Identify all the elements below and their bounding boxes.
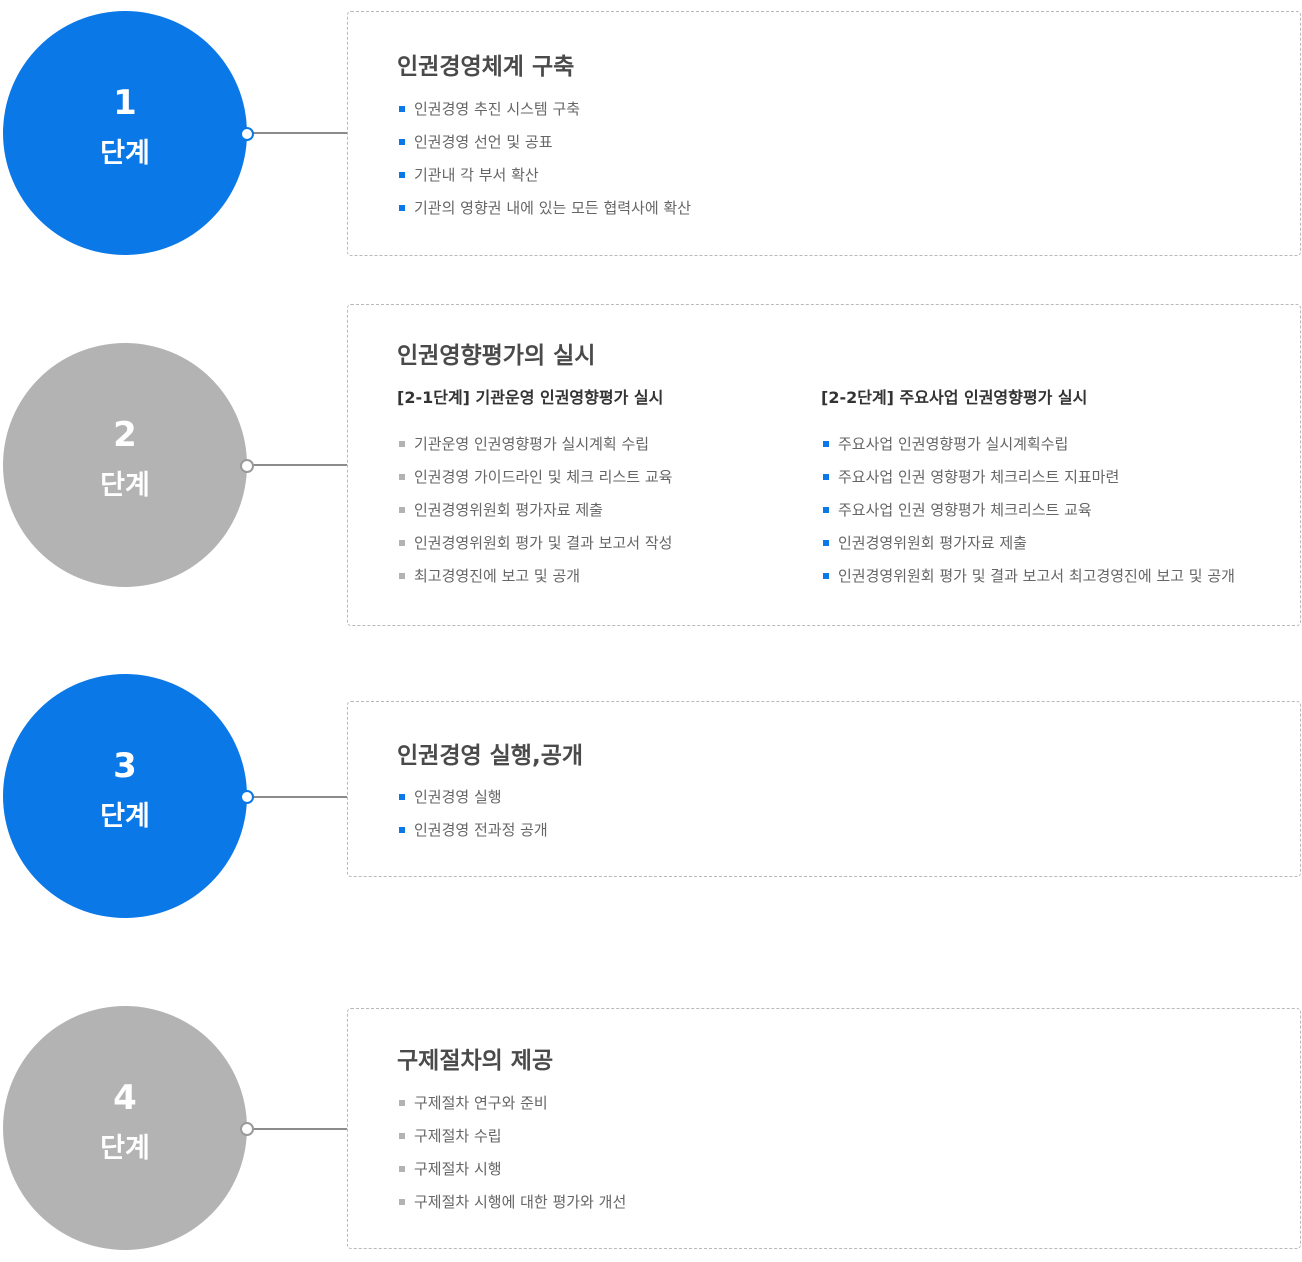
list-item: 기관의 영향권 내에 있는 모든 협력사에 확산 <box>397 197 691 230</box>
list-item-text: 인권경영위원회 평가 및 결과 보고서 작성 <box>414 534 673 552</box>
list-item: 주요사업 인권 영향평가 체크리스트 교육 <box>821 499 1235 532</box>
step-label: 단계 <box>100 801 150 832</box>
step-item-list: 인권경영 실행 인권경영 전과정 공개 <box>397 786 548 852</box>
step-2-circle: 2 단계 <box>3 343 247 587</box>
list-item-text: 구제절차 시행에 대한 평가와 개선 <box>414 1193 627 1211</box>
list-item-text: 구제절차 연구와 준비 <box>414 1094 548 1112</box>
bullet-square-icon <box>823 540 829 546</box>
sub-step-2-1-title: [2-1단계] 기관운영 인권영향평가 실시 <box>397 388 664 407</box>
list-item: 인권경영위원회 평가 및 결과 보고서 최고경영진에 보고 및 공개 <box>821 565 1235 598</box>
list-item: 인권경영위원회 평가자료 제출 <box>821 532 1235 565</box>
bullet-square-icon <box>399 205 405 211</box>
list-item: 최고경영진에 보고 및 공개 <box>397 565 672 598</box>
list-item: 기관운영 인권영향평가 실시계획 수립 <box>397 433 672 466</box>
sub-step-2-1-list: 기관운영 인권영향평가 실시계획 수립 인권경영 가이드라인 및 체크 리스트 … <box>397 433 672 598</box>
connector-line <box>247 464 347 466</box>
step-title: 인권경영 실행,공개 <box>397 743 584 769</box>
step-label: 단계 <box>100 1133 150 1164</box>
list-item: 구제절차 시행 <box>397 1158 626 1191</box>
step-1-circle: 1 단계 <box>3 11 247 255</box>
step-2-box: 인권영향평가의 실시 [2-1단계] 기관운영 인권영향평가 실시 [2-2단계… <box>347 304 1301 626</box>
bullet-square-icon <box>399 540 405 546</box>
step-number: 3 <box>113 746 137 786</box>
bullet-square-icon <box>823 573 829 579</box>
connector-dot <box>240 459 254 473</box>
step-3-box: 인권경영 실행,공개 인권경영 실행 인권경영 전과정 공개 <box>347 701 1301 877</box>
sub-step-2-2-list: 주요사업 인권영향평가 실시계획수립 주요사업 인권 영향평가 체크리스트 지표… <box>821 433 1235 598</box>
connector-dot <box>240 1122 254 1136</box>
bullet-square-icon <box>399 507 405 513</box>
connector-line <box>247 1128 347 1130</box>
bullet-square-icon <box>399 139 405 145</box>
list-item: 인권경영 추진 시스템 구축 <box>397 98 691 131</box>
list-item-text: 기관운영 인권영향평가 실시계획 수립 <box>414 435 650 453</box>
list-item-text: 인권경영 선언 및 공표 <box>414 133 553 151</box>
list-item: 구제절차 연구와 준비 <box>397 1092 626 1125</box>
list-item: 인권경영위원회 평가 및 결과 보고서 작성 <box>397 532 672 565</box>
list-item: 주요사업 인권 영향평가 체크리스트 지표마련 <box>821 466 1235 499</box>
list-item-text: 구제절차 수립 <box>414 1127 502 1145</box>
connector-dot <box>240 127 254 141</box>
bullet-square-icon <box>823 441 829 447</box>
bullet-square-icon <box>399 441 405 447</box>
connector-line <box>247 132 347 134</box>
bullet-square-icon <box>399 1100 405 1106</box>
list-item-text: 기관내 각 부서 확산 <box>414 166 539 184</box>
list-item-text: 구제절차 시행 <box>414 1160 502 1178</box>
bullet-square-icon <box>823 474 829 480</box>
step-item-list: 인권경영 추진 시스템 구축 인권경영 선언 및 공표 기관내 각 부서 확산 … <box>397 98 691 230</box>
list-item-text: 인권경영 가이드라인 및 체크 리스트 교육 <box>414 468 673 486</box>
list-item-text: 인권경영위원회 평가자료 제출 <box>414 501 603 519</box>
list-item: 인권경영 가이드라인 및 체크 리스트 교육 <box>397 466 672 499</box>
list-item-text: 주요사업 인권 영향평가 체크리스트 지표마련 <box>838 468 1120 486</box>
bullet-square-icon <box>399 794 405 800</box>
step-number: 4 <box>113 1078 137 1118</box>
list-item-text: 인권경영위원회 평가 및 결과 보고서 최고경영진에 보고 및 공개 <box>838 567 1235 585</box>
list-item-text: 인권경영 전과정 공개 <box>414 821 548 839</box>
step-1-box: 인권경영체계 구축 인권경영 추진 시스템 구축 인권경영 선언 및 공표 기관… <box>347 11 1301 256</box>
list-item-text: 주요사업 인권영향평가 실시계획수립 <box>838 435 1069 453</box>
step-4-box: 구제절차의 제공 구제절차 연구와 준비 구제절차 수립 구제절차 시행 구제절… <box>347 1008 1301 1249</box>
list-item: 인권경영 전과정 공개 <box>397 819 548 852</box>
bullet-square-icon <box>399 827 405 833</box>
bullet-square-icon <box>823 507 829 513</box>
list-item-text: 기관의 영향권 내에 있는 모든 협력사에 확산 <box>414 199 692 217</box>
bullet-square-icon <box>399 1199 405 1205</box>
step-number: 2 <box>113 415 137 455</box>
list-item: 기관내 각 부서 확산 <box>397 164 691 197</box>
step-number: 1 <box>113 83 137 123</box>
list-item-text: 주요사업 인권 영향평가 체크리스트 교육 <box>838 501 1092 519</box>
bullet-square-icon <box>399 1166 405 1172</box>
list-item: 인권경영 선언 및 공표 <box>397 131 691 164</box>
bullet-square-icon <box>399 1133 405 1139</box>
bullet-square-icon <box>399 172 405 178</box>
list-item: 인권경영위원회 평가자료 제출 <box>397 499 672 532</box>
step-label: 단계 <box>100 470 150 501</box>
step-title: 인권영향평가의 실시 <box>397 343 596 369</box>
step-3-circle: 3 단계 <box>3 674 247 918</box>
list-item-text: 인권경영 실행 <box>414 788 502 806</box>
connector-dot <box>240 790 254 804</box>
bullet-square-icon <box>399 573 405 579</box>
bullet-square-icon <box>399 106 405 112</box>
list-item-text: 최고경영진에 보고 및 공개 <box>414 567 581 585</box>
step-item-list: 구제절차 연구와 준비 구제절차 수립 구제절차 시행 구제절차 시행에 대한 … <box>397 1092 626 1224</box>
step-4-circle: 4 단계 <box>3 1006 247 1250</box>
bullet-square-icon <box>399 474 405 480</box>
connector-line <box>247 796 347 798</box>
list-item-text: 인권경영 추진 시스템 구축 <box>414 100 581 118</box>
list-item: 구제절차 수립 <box>397 1125 626 1158</box>
sub-step-2-2-title: [2-2단계] 주요사업 인권영향평가 실시 <box>821 388 1088 407</box>
step-title: 구제절차의 제공 <box>397 1048 554 1074</box>
list-item-text: 인권경영위원회 평가자료 제출 <box>838 534 1027 552</box>
list-item: 인권경영 실행 <box>397 786 548 819</box>
step-label: 단계 <box>100 138 150 169</box>
list-item: 주요사업 인권영향평가 실시계획수립 <box>821 433 1235 466</box>
list-item: 구제절차 시행에 대한 평가와 개선 <box>397 1191 626 1224</box>
step-title: 인권경영체계 구축 <box>397 54 575 80</box>
